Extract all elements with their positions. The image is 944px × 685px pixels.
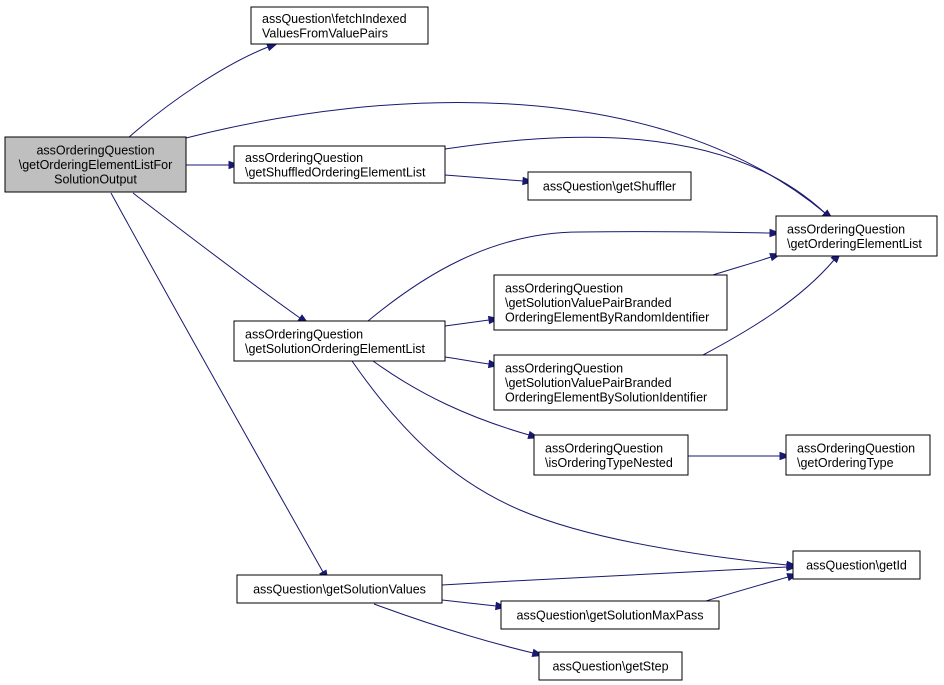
- edge-line: [441, 599, 497, 607]
- arrowhead: [786, 562, 799, 572]
- edge-line: [702, 259, 835, 356]
- node-label-line: assQuestion\getShuffler: [543, 180, 676, 194]
- edge-isOrderingTypeNested-to-getOrderingType: [688, 451, 792, 461]
- node-getId[interactable]: assQuestion\getId: [792, 550, 921, 580]
- edge-getSolutionOrderingElementList-to-byRandomIdentifier: [444, 315, 501, 327]
- edge-getSolutionOrderingElementList-to-bySolutionIdentifier: [444, 356, 501, 369]
- edge-line: [444, 319, 490, 327]
- node-box: [4, 136, 187, 193]
- node-box: [233, 320, 446, 362]
- edge-root-to-fetchIndexed: [127, 42, 279, 139]
- node-box: [493, 354, 728, 411]
- node-bySolutionIdentifier[interactable]: assOrderingQuestion\getSolutionValuePair…: [493, 354, 728, 411]
- node-fetchIndexed[interactable]: assQuestion\fetchIndexedValuesFromValueP…: [250, 6, 429, 45]
- edge-root-to-getSolutionValues: [110, 192, 329, 583]
- node-label-line: assOrderingQuestion: [505, 282, 623, 296]
- node-root[interactable]: assOrderingQuestion\getOrderingElementLi…: [4, 136, 187, 193]
- node-label-line: OrderingElementByRandomIdentifier: [505, 311, 709, 325]
- node-label-line: \getSolutionValuePairBranded: [505, 376, 672, 390]
- node-box: [533, 434, 689, 476]
- node-box: [785, 434, 931, 476]
- edge-line: [444, 136, 826, 214]
- node-label-line: assOrderingQuestion: [787, 222, 905, 236]
- edge-line: [132, 192, 301, 319]
- node-box: [792, 550, 921, 580]
- arrowhead: [769, 228, 782, 238]
- node-getSolutionValues[interactable]: assQuestion\getSolutionValues: [236, 574, 443, 604]
- edge-root-to-getShuffledList: [186, 160, 241, 170]
- edge-line: [110, 192, 324, 573]
- node-label-line: OrderingElementBySolutionIdentifier: [505, 391, 707, 405]
- edge-line: [373, 603, 534, 654]
- node-label-line: ValuesFromValuePairs: [262, 26, 388, 40]
- node-box: [236, 574, 443, 604]
- node-label-line: \getOrderingType: [797, 456, 894, 470]
- node-box: [493, 274, 728, 331]
- node-box: [233, 145, 446, 184]
- edges-layer: [110, 42, 842, 657]
- arrowhead: [779, 451, 792, 461]
- node-label-line: \getOrderingElementListFor: [19, 158, 173, 172]
- edge-getShuffledList-to-getShuffler: [444, 174, 535, 186]
- node-byRandomIdentifier[interactable]: assOrderingQuestion\getSolutionValuePair…: [493, 274, 728, 331]
- node-getShuffler[interactable]: assQuestion\getShuffler: [527, 171, 692, 201]
- edge-line: [351, 360, 788, 566]
- node-label-line: assOrderingQuestion: [245, 151, 363, 165]
- edge-line: [705, 576, 789, 602]
- edge-line: [712, 256, 772, 276]
- node-label-line: \getSolutionValuePairBranded: [505, 296, 672, 310]
- node-label-line: assOrderingQuestion: [797, 441, 915, 455]
- node-label-line: \getSolutionOrderingElementList: [245, 342, 425, 356]
- node-label-line: assQuestion\getStep: [552, 660, 668, 674]
- node-label-line: assOrderingQuestion: [36, 144, 154, 158]
- node-box: [775, 215, 938, 257]
- node-label-line: assQuestion\getSolutionMaxPass: [517, 609, 704, 623]
- edge-getSolutionOrderingElementList-to-getOrderingElementList: [367, 228, 782, 322]
- node-getShuffledList[interactable]: assOrderingQuestion\getShuffledOrderingE…: [233, 145, 446, 184]
- node-label-line: assQuestion\getSolutionValues: [253, 583, 426, 597]
- node-label-line: assOrderingQuestion: [545, 441, 663, 455]
- node-label-line: assQuestion\getId: [806, 559, 907, 573]
- edge-getSolutionValues-to-getId: [441, 562, 799, 586]
- edge-line: [185, 101, 826, 214]
- edge-line: [444, 356, 490, 365]
- node-label-line: \getShuffledOrderingElementList: [245, 165, 426, 179]
- edge-root-to-getSolutionOrderingElementList: [132, 192, 310, 325]
- node-isOrderingTypeNested[interactable]: assOrderingQuestion\isOrderingTypeNested: [533, 434, 689, 476]
- edge-line: [367, 231, 771, 322]
- node-label-line: assQuestion\fetchIndexed: [262, 12, 407, 26]
- node-getSolutionMaxPass[interactable]: assQuestion\getSolutionMaxPass: [500, 600, 720, 630]
- edge-getSolutionMaxPass-to-getId: [705, 573, 800, 602]
- node-label-line: SolutionOutput: [54, 173, 137, 187]
- edge-line: [372, 360, 530, 436]
- node-getOrderingType[interactable]: assOrderingQuestion\getOrderingType: [785, 434, 931, 476]
- edge-line: [444, 174, 524, 182]
- node-getStep[interactable]: assQuestion\getStep: [538, 651, 683, 681]
- edge-line: [127, 46, 269, 139]
- edge-getSolutionValues-to-getSolutionMaxPass: [441, 599, 508, 611]
- node-getOrderingElementList[interactable]: assOrderingQuestion\getOrderingElementLi…: [775, 215, 938, 257]
- node-label-line: assOrderingQuestion: [245, 327, 363, 341]
- node-box: [250, 6, 429, 45]
- node-box: [500, 600, 720, 630]
- node-getSolutionOrderingElementList[interactable]: assOrderingQuestion\getSolutionOrderingE…: [233, 320, 446, 362]
- edge-byRandomIdentifier-to-getOrderingElementList: [712, 253, 782, 276]
- node-label-line: \isOrderingTypeNested: [545, 456, 673, 470]
- nodes-layer: assOrderingQuestion\getOrderingElementLi…: [4, 6, 938, 681]
- node-label-line: \getOrderingElementList: [787, 237, 922, 251]
- node-box: [527, 171, 692, 201]
- edge-line: [441, 566, 788, 586]
- node-box: [538, 651, 683, 681]
- node-label-line: assOrderingQuestion: [505, 362, 623, 376]
